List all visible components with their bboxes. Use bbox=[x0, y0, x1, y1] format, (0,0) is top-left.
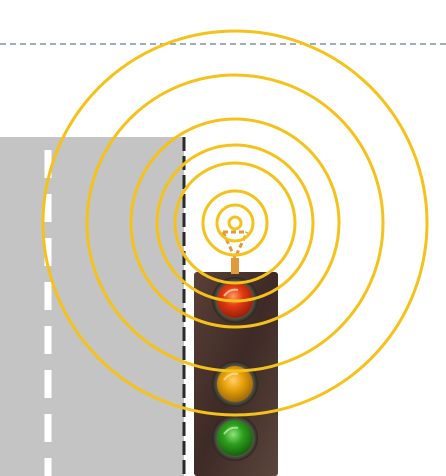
signal-ring bbox=[203, 191, 267, 255]
signal-ring bbox=[217, 205, 253, 241]
traffic-light-icon bbox=[194, 272, 278, 476]
green-light bbox=[212, 415, 258, 461]
signal-ring bbox=[229, 217, 241, 229]
amber-light bbox=[212, 361, 258, 407]
